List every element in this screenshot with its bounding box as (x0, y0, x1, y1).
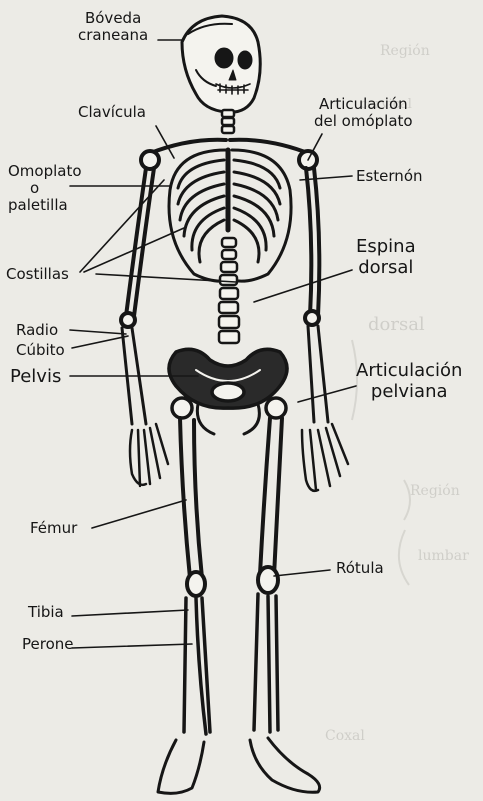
label-radio: Radio (16, 322, 58, 339)
hands (130, 424, 348, 491)
svg-text:Coxal: Coxal (325, 728, 365, 744)
feet (158, 738, 320, 793)
label-cubito: Cúbito (16, 342, 65, 359)
label-boveda-line1: Bóveda (78, 10, 148, 27)
label-articulacion-omoplato-line2: del omóplato (314, 113, 413, 130)
label-espina-line1: Espina (356, 236, 416, 257)
label-tibia: Tibia (28, 604, 64, 621)
label-costillas: Costillas (6, 266, 69, 283)
label-rotula: Rótula (336, 560, 384, 577)
legs (180, 418, 282, 734)
svg-text:Región: Región (380, 43, 430, 59)
cervical-spine (222, 110, 234, 133)
label-perone: Perone (22, 636, 74, 653)
label-omoplato: Omoplato o paletilla (8, 163, 82, 214)
label-articulacion-omoplato-line1: Articulación (314, 96, 413, 113)
svg-text:Región: Región (410, 483, 460, 499)
skull (182, 16, 260, 112)
label-omoplato-line2: o (8, 180, 82, 197)
label-articulacion-pelviana-line1: Articulación (356, 360, 462, 381)
label-femur: Fémur (30, 520, 77, 537)
label-omoplato-line3: paletilla (8, 197, 82, 214)
label-articulacion-omoplato: Articulación del omóplato (314, 96, 413, 130)
label-articulacion-pelviana-line2: pelviana (356, 381, 462, 402)
svg-text:dorsal: dorsal (368, 314, 425, 335)
spine (219, 238, 239, 343)
label-clavicula: Clavícula (78, 104, 146, 121)
label-esternon: Esternón (356, 168, 423, 185)
label-espina-line2: dorsal (356, 257, 416, 278)
label-pelvis: Pelvis (10, 366, 61, 387)
svg-text:lumbar: lumbar (418, 548, 469, 564)
leader-lines (70, 40, 356, 648)
label-articulacion-pelviana: Articulación pelviana (356, 360, 462, 402)
label-boveda-craneana: Bóveda craneana (78, 10, 148, 44)
label-omoplato-line1: Omoplato (8, 163, 82, 180)
label-espina-dorsal: Espina dorsal (356, 236, 416, 278)
label-boveda-line2: craneana (78, 27, 148, 44)
